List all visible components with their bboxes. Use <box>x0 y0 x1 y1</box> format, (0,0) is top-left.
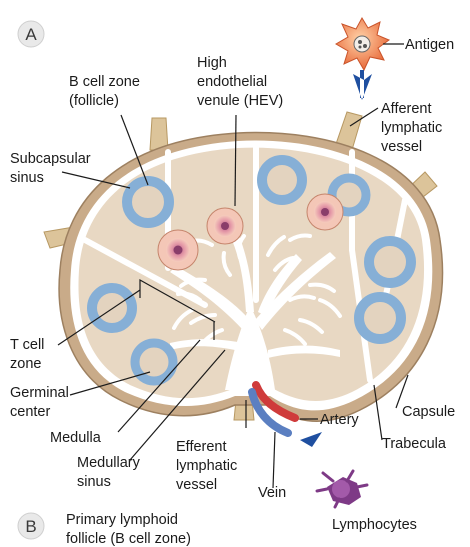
panel-a-marker: A <box>18 21 44 47</box>
svg-text:Capsule: Capsule <box>402 404 455 420</box>
label-antigen: Antigen <box>405 37 454 53</box>
label-t-cell-zone: T cell zone <box>10 337 44 372</box>
vein-marker-icon <box>300 432 322 447</box>
label-vein: Vein <box>258 485 286 501</box>
label-afferent: Afferent lymphatic vessel <box>381 101 442 155</box>
svg-text:center: center <box>10 404 50 420</box>
follicle <box>127 181 169 223</box>
antigen-cell-icon <box>336 18 389 70</box>
svg-text:Antigen: Antigen <box>405 37 454 53</box>
svg-text:Germinal: Germinal <box>10 385 69 401</box>
follicle <box>369 241 411 283</box>
down-arrow-icon <box>353 70 372 100</box>
label-subcapsular-sinus: Subcapsular sinus <box>10 151 91 186</box>
label-efferent: Efferent lymphatic vessel <box>176 439 237 493</box>
label-primary-follicle: Primary lymphoid follicle (B cell zone) <box>66 512 191 547</box>
svg-text:lymphatic: lymphatic <box>176 458 237 474</box>
label-medulla: Medulla <box>50 430 102 446</box>
svg-text:B cell zone: B cell zone <box>69 74 140 90</box>
hev-venule <box>158 230 198 270</box>
svg-text:(follicle): (follicle) <box>69 93 119 109</box>
label-germinal-center: Germinal center <box>10 385 69 420</box>
svg-text:Artery: Artery <box>320 412 359 428</box>
svg-text:Medulla: Medulla <box>50 430 102 446</box>
follicle <box>359 297 401 339</box>
hev-venule <box>207 208 243 244</box>
svg-text:follicle (B cell zone): follicle (B cell zone) <box>66 531 191 547</box>
svg-text:High: High <box>197 55 227 71</box>
svg-text:sinus: sinus <box>77 474 111 490</box>
follicle <box>135 343 173 381</box>
label-hev: High endothelial venule (HEV) <box>197 55 283 109</box>
label-artery: Artery <box>320 412 359 428</box>
svg-text:B: B <box>25 517 36 536</box>
svg-text:sinus: sinus <box>10 170 44 186</box>
svg-text:Afferent: Afferent <box>381 101 432 117</box>
follicle <box>262 160 302 200</box>
label-b-cell-zone: B cell zone (follicle) <box>69 74 140 109</box>
lymphocyte-cluster-icon <box>317 471 367 507</box>
panel-b-marker: B <box>18 513 44 539</box>
svg-text:Primary lymphoid: Primary lymphoid <box>66 512 178 528</box>
svg-text:Efferent: Efferent <box>176 439 227 455</box>
svg-text:Lymphocytes: Lymphocytes <box>332 517 417 533</box>
label-capsule: Capsule <box>402 404 455 420</box>
label-medullary-sinus: Medullary sinus <box>77 455 141 490</box>
follicle <box>92 288 132 328</box>
svg-text:zone: zone <box>10 356 41 372</box>
svg-text:Subcapsular: Subcapsular <box>10 151 91 167</box>
svg-text:Trabecula: Trabecula <box>382 436 447 452</box>
label-trabecula: Trabecula <box>382 436 447 452</box>
label-lymphocytes: Lymphocytes <box>332 517 417 533</box>
svg-text:vessel: vessel <box>381 139 422 155</box>
svg-text:vessel: vessel <box>176 477 217 493</box>
svg-text:Vein: Vein <box>258 485 286 501</box>
svg-text:lymphatic: lymphatic <box>381 120 442 136</box>
svg-text:venule (HEV): venule (HEV) <box>197 93 283 109</box>
svg-text:endothelial: endothelial <box>197 74 267 90</box>
svg-text:Medullary: Medullary <box>77 455 141 471</box>
hev-venule <box>307 194 343 230</box>
svg-text:T cell: T cell <box>10 337 44 353</box>
svg-text:A: A <box>25 25 37 44</box>
